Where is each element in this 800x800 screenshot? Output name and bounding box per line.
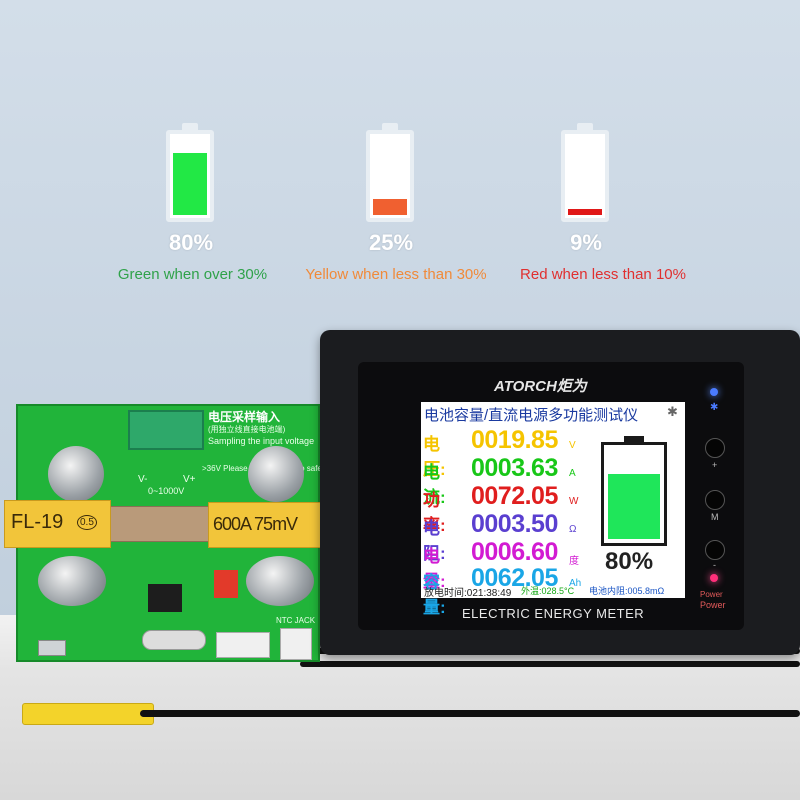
mode-button[interactable] [705, 490, 725, 510]
current-label: 电流: [423, 463, 446, 507]
voltage-label: 电压: [423, 435, 446, 479]
blue-led [710, 388, 718, 396]
brand-name-cn: 炬为 [556, 378, 587, 395]
battery-fill-low [568, 209, 602, 215]
plus-button[interactable] [705, 438, 725, 458]
pcb-v-minus: V- [138, 474, 148, 485]
mode-button-label: M [711, 512, 719, 522]
legend-percent-medium: 25% [368, 230, 414, 255]
battery-internal-resistance: 电池内阻:005.8mΩ [589, 586, 665, 596]
bluetooth-indicator-icon: ✱ [710, 402, 719, 413]
shunt-label: 600A 75mV [213, 514, 298, 534]
legend-percent-high: 80% [168, 230, 214, 255]
shunt-label-plate: 600A 75mV [208, 502, 322, 548]
ntc-connector [280, 628, 312, 660]
fuse-mark: 0.5 [77, 515, 97, 530]
power-value: 0072.05 [471, 482, 558, 510]
power-unit: W [569, 496, 579, 507]
capacity-label: 容量: [423, 573, 446, 617]
usb-port [38, 640, 66, 656]
legend-caption-low: Red when less than 10% [520, 266, 686, 283]
meter-brand: ATORCH炬为 [494, 375, 587, 396]
power-label: 功率: [423, 491, 446, 535]
minus-button[interactable] [705, 540, 725, 560]
ntc-jack-label: NTC JACK [276, 616, 316, 625]
power-led [710, 574, 718, 582]
battery-icon-low [561, 123, 609, 222]
power-label: Power [700, 600, 726, 610]
pcb-subtitle: (用独立线直接电池端) [208, 425, 286, 434]
energy-value: 0006.60 [471, 538, 558, 566]
resistance-value: 0003.50 [471, 510, 558, 538]
battery-fill-high [173, 153, 207, 215]
bluetooth-icon: ✱ [667, 404, 678, 419]
screen-title: 电池容量/直流电源多功能测试仪 [424, 407, 639, 424]
ic-chip [148, 584, 182, 612]
capacity-unit: Ah [569, 578, 582, 589]
power-label-small: Power [700, 590, 723, 599]
fuse-label-plate: FL-19 0.5 [4, 500, 111, 548]
shunt-bar [108, 506, 220, 542]
battery-fill-medium [373, 199, 407, 215]
plus-button-label: + [712, 460, 718, 470]
resistance-unit: Ω [569, 524, 577, 535]
energy-label: 电量: [423, 547, 446, 591]
temperature-probe [22, 703, 154, 725]
screen-battery-percent: 80% [605, 548, 654, 575]
pcb-sampling-text: Sampling the input voltage [208, 436, 315, 446]
crystal-oscillator [142, 630, 206, 650]
product-name: ELECTRIC ENERGY METER [462, 606, 645, 621]
battery-icon-high [166, 123, 214, 222]
terminal-block [128, 410, 204, 450]
resistance-label: 电阻: [423, 519, 446, 563]
bolt-bottom-right [246, 556, 314, 606]
minus-button-label: - [713, 560, 716, 570]
voltage-unit: V [569, 440, 576, 451]
pcb-title: 电压采样输入 [208, 410, 281, 424]
energy-unit: 度 [569, 556, 579, 567]
shunt-pcb-board: 电压采样输入 (用独立线直接电池端) Sampling the input vo… [4, 404, 330, 662]
current-value: 0003.63 [471, 454, 558, 482]
external-temperature: 外温:028.5°C [521, 586, 575, 596]
pcb-range: 0~1000V [148, 486, 185, 496]
legend-percent-low: 9% [570, 230, 602, 255]
meter-lcd-screen: 电池容量/直流电源多功能测试仪 ✱ 电压: 0019.85 V 电流: 0003… [421, 402, 685, 617]
capacity-value: 0062.05 [471, 564, 558, 592]
screen-battery-icon [601, 436, 667, 546]
battery-icon-medium [366, 123, 414, 222]
voltage-value: 0019.85 [471, 426, 558, 454]
bolt-bottom-left [38, 556, 106, 606]
legend-caption-high: Green when over 30% [117, 266, 268, 283]
legend-caption-medium: Yellow when less than 30% [305, 266, 487, 283]
brand-name: ATORCH [494, 378, 557, 395]
bolt-top-right [248, 446, 304, 502]
discharge-time: 放电时间:021:38:49 [424, 588, 512, 599]
red-connector [214, 570, 238, 598]
current-unit: A [569, 468, 576, 479]
bolt-top-left [48, 446, 104, 502]
meter-wire-lower [300, 661, 800, 667]
fuse-label: FL-19 [11, 511, 64, 533]
screen-battery-fill [608, 474, 660, 539]
probe-wire [140, 710, 800, 717]
white-connector [216, 632, 270, 658]
pcb-v-plus: V+ [183, 474, 196, 485]
